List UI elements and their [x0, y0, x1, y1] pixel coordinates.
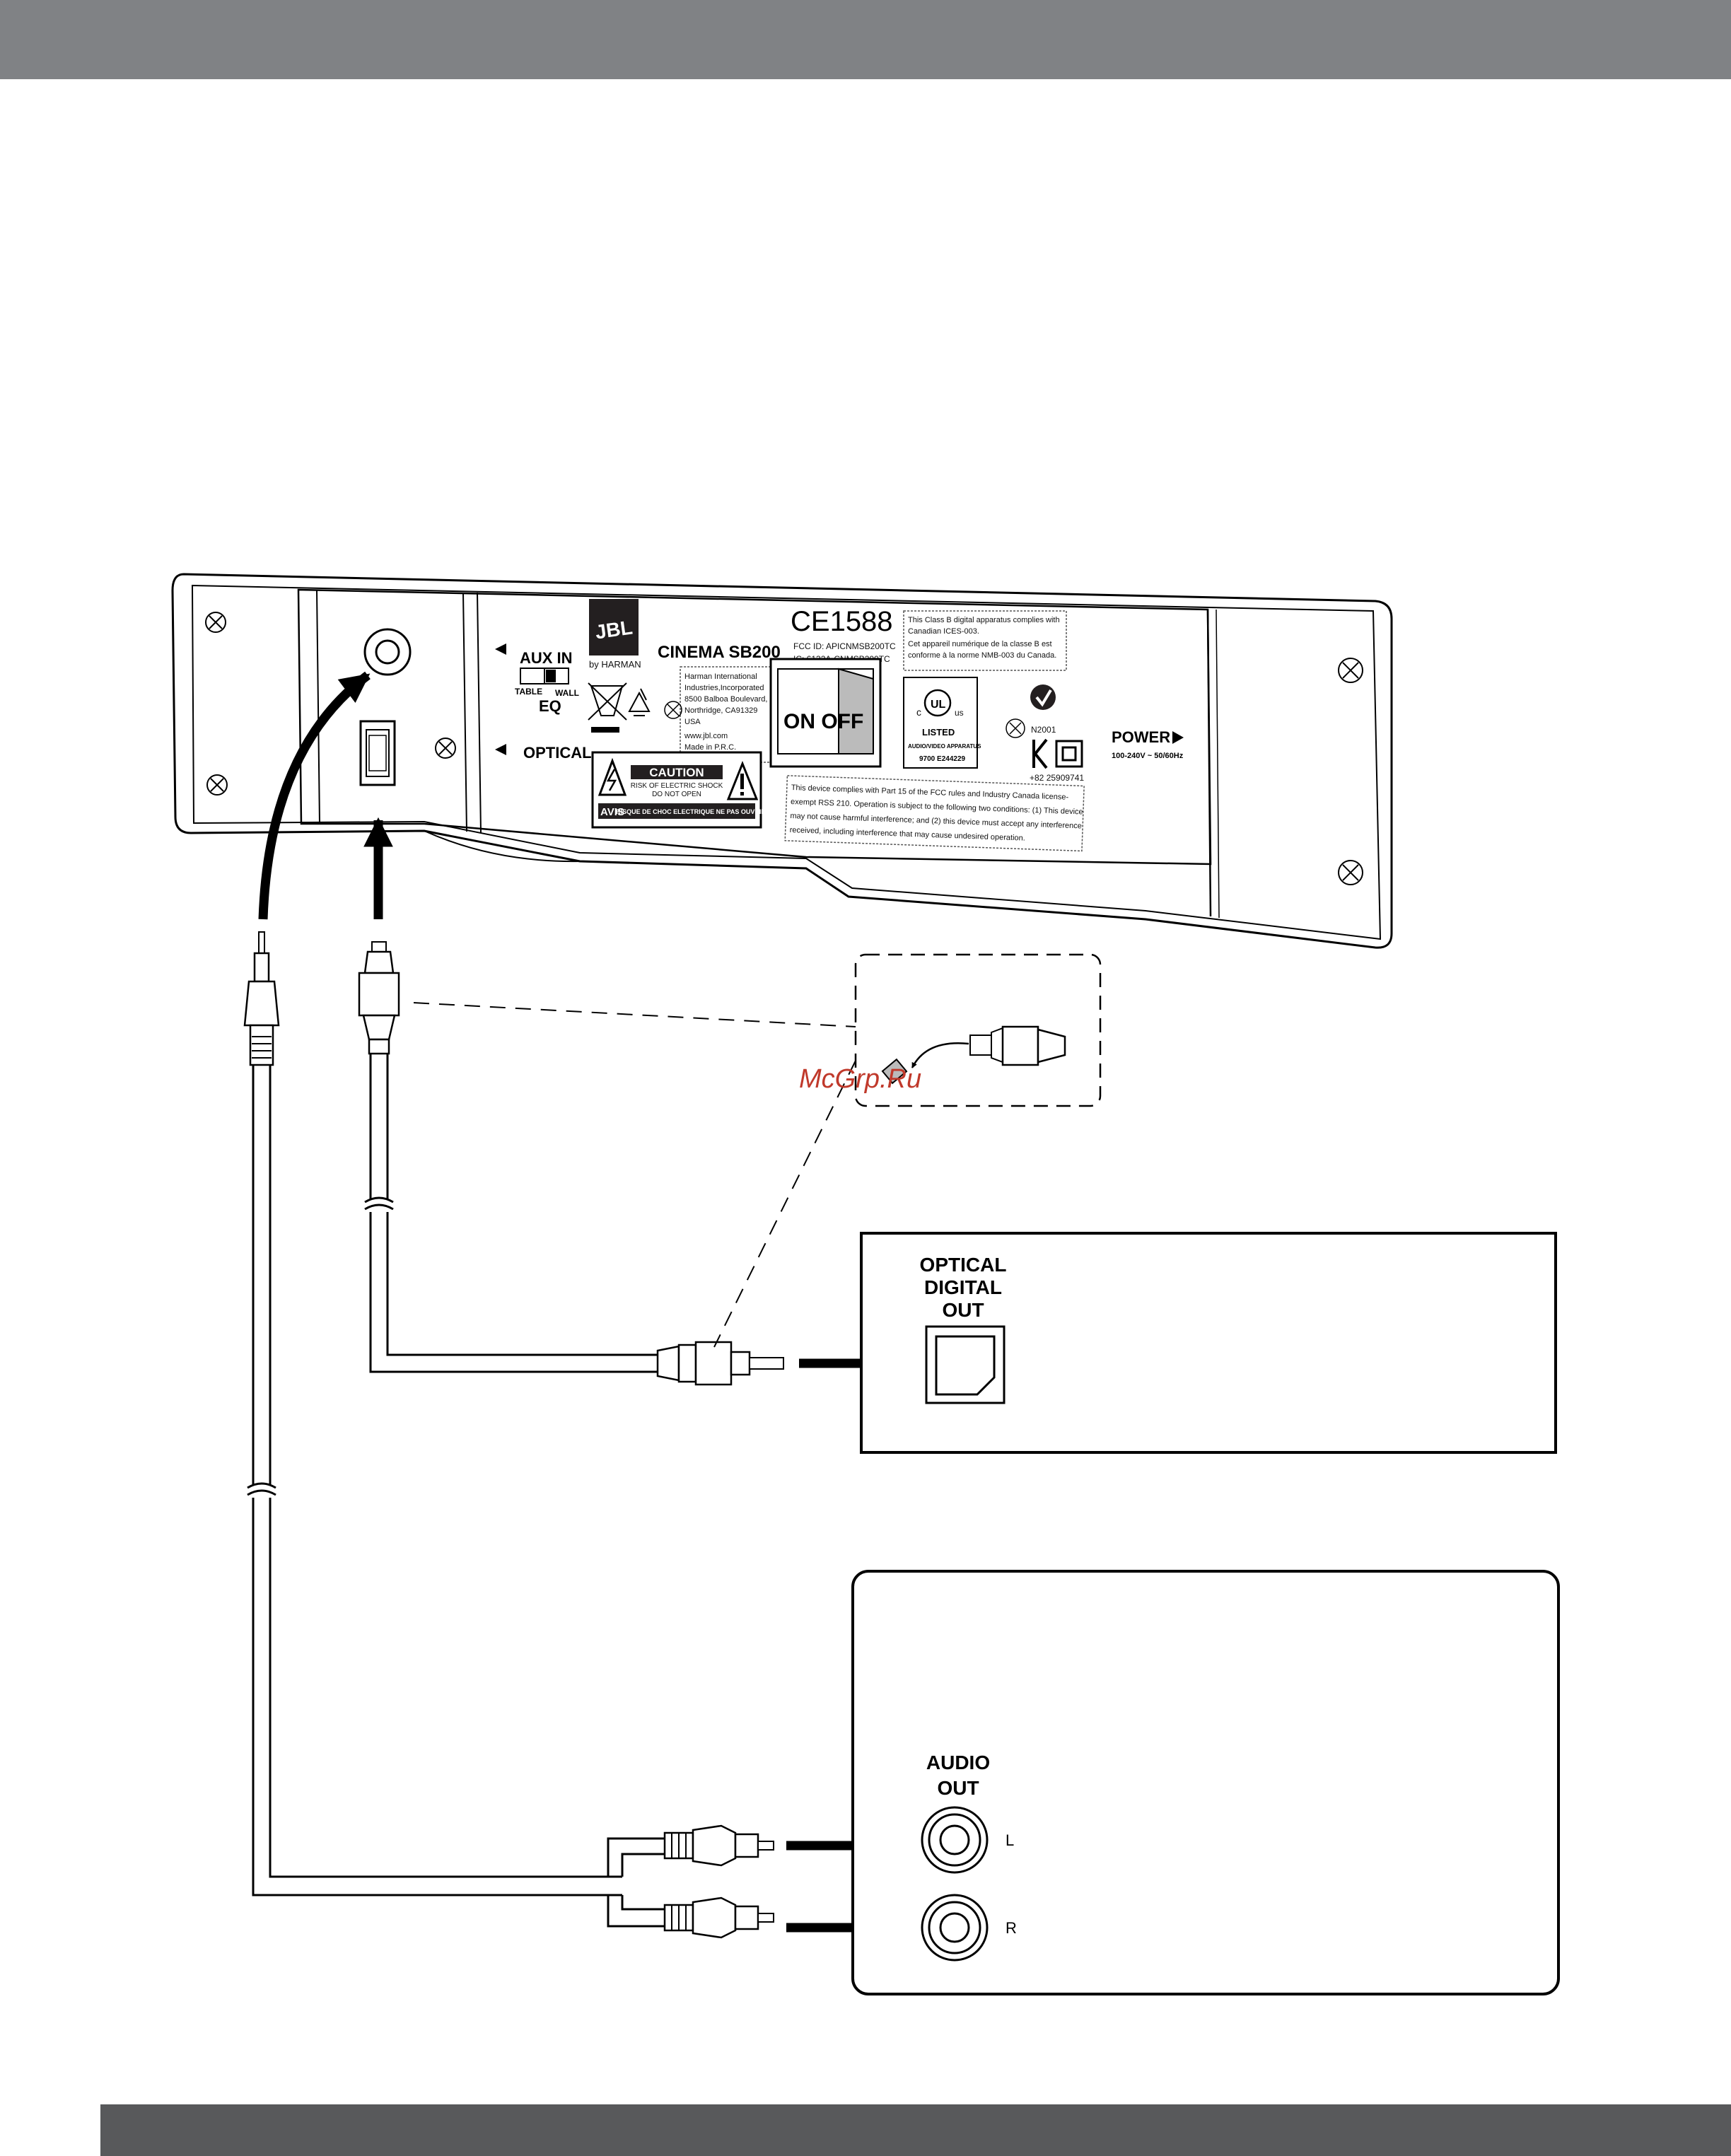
power-label: POWER	[1112, 728, 1170, 746]
eq-table-label: TABLE	[515, 687, 542, 697]
screw-icon	[1338, 658, 1363, 683]
optical-cable	[358, 941, 941, 1386]
svg-text:RISK OF ELECTRIC SHOCK: RISK OF ELECTRIC SHOCK	[631, 782, 723, 790]
svg-text:Canadian ICES-003.: Canadian ICES-003.	[908, 627, 979, 636]
n-code-label: N2001	[1031, 725, 1056, 735]
svg-text:Cet appareil numérique de la c: Cet appareil numérique de la classe B es…	[908, 640, 1052, 648]
aux-in-jack[interactable]	[363, 628, 412, 676]
audio-out-label: AUDIO	[926, 1752, 990, 1773]
audio-out-right-label: R	[1006, 1919, 1017, 1937]
svg-text:JBL: JBL	[594, 616, 634, 643]
svg-text:c: c	[916, 706, 921, 718]
aux-cable	[243, 931, 923, 1942]
svg-text:Made in P.R.C.: Made in P.R.C.	[684, 743, 736, 752]
eq-label: EQ	[539, 697, 561, 715]
ce-mark: CE1588	[791, 606, 893, 637]
optical-source-device: OPTICAL DIGITAL OUT	[860, 1232, 1557, 1454]
optical-out-port[interactable]	[925, 1325, 1006, 1404]
screw-icon	[205, 612, 226, 633]
audio-out-left-label: L	[1006, 1831, 1014, 1849]
svg-text:RISQUE DE CHOC ELECTRIQUE NE P: RISQUE DE CHOC ELECTRIQUE NE PAS OUVRIR	[616, 808, 766, 815]
no-symbol-icon	[1006, 718, 1025, 738]
eq-switch[interactable]	[520, 668, 569, 684]
screw-icon	[1338, 860, 1363, 885]
svg-text:Industries,Incorporated: Industries,Incorporated	[684, 684, 764, 692]
svg-text:www.jbl.com: www.jbl.com	[684, 732, 728, 740]
svg-text:OUT: OUT	[942, 1299, 984, 1321]
by-harman-label: by HARMAN	[589, 659, 641, 670]
on-off-label: ON OFF	[783, 710, 863, 733]
watermark: McGrp.Ru	[799, 1064, 921, 1094]
svg-text:conforme à la norme NMB-003 du: conforme à la norme NMB-003 du Canada.	[908, 651, 1056, 660]
svg-text:This Class B digital apparatus: This Class B digital apparatus complies …	[908, 616, 1060, 624]
aux-in-label: AUX IN	[520, 649, 573, 667]
audio-out-jack-left[interactable]	[921, 1806, 989, 1874]
caution-label: CAUTION RISK OF ELECTRIC SHOCK DO NOT OP…	[591, 751, 766, 829]
analog-source-device: AUDIO OUT L R	[851, 1570, 1560, 1995]
svg-text:AVIS: AVIS	[600, 806, 624, 818]
kc-phone-label: +82 25909741	[1030, 773, 1084, 783]
footer-band	[100, 2104, 1731, 2156]
svg-text:CAUTION: CAUTION	[649, 766, 704, 779]
svg-text:Northridge, CA91329: Northridge, CA91329	[684, 706, 757, 715]
screw-icon	[206, 774, 228, 796]
audio-out-jack-right[interactable]	[921, 1894, 989, 1962]
svg-text:AUDIO/VIDEO APPARATUS: AUDIO/VIDEO APPARATUS	[908, 743, 981, 750]
power-switch[interactable]: ON OFF	[769, 658, 882, 768]
svg-text:USA: USA	[684, 718, 701, 726]
svg-text:UL: UL	[931, 699, 946, 711]
rca-plug-left	[663, 1824, 774, 1867]
checkmark-icon	[1030, 684, 1056, 710]
eq-wall-label: WALL	[555, 688, 579, 698]
aux-connection-arrow	[258, 671, 371, 920]
optical-digital-out-label: OPTICAL	[920, 1254, 1007, 1276]
recycle-icon	[628, 688, 651, 716]
fcc-id-label: FCC ID: APICNMSB200TC	[793, 641, 896, 651]
weee-bin-icon	[588, 682, 627, 733]
dust-cap-detail	[413, 953, 1102, 1348]
rca-plug-right	[663, 1896, 774, 1939]
arrow-left-icon	[495, 744, 506, 755]
svg-text:8500 Balboa Boulevard,: 8500 Balboa Boulevard,	[684, 695, 767, 704]
svg-text:DIGITAL: DIGITAL	[924, 1276, 1002, 1298]
svg-text:OUT: OUT	[937, 1777, 979, 1799]
no-symbol-icon	[664, 701, 682, 719]
header-band	[0, 0, 1731, 79]
kc-mark-icon	[1032, 738, 1083, 769]
svg-text:DO NOT OPEN: DO NOT OPEN	[652, 791, 701, 798]
svg-text:9700 E244229: 9700 E244229	[919, 755, 966, 763]
ul-listed-box: UL c us LISTED AUDIO/VIDEO APPARATUS 970…	[903, 677, 981, 769]
svg-text:Harman International: Harman International	[684, 672, 757, 681]
optical-label: OPTICAL	[523, 744, 592, 762]
fcc-notice: This device complies with Part 15 of the…	[784, 775, 1085, 852]
svg-text:us: us	[955, 708, 964, 718]
jbl-logo: JBL	[589, 599, 639, 655]
power-rating-label: 100-240V ~ 50/60Hz	[1112, 752, 1184, 760]
soundbar-rear-panel: AUX IN TABLE WALL EQ OPTICAL JBL by HARM…	[171, 573, 1393, 949]
address-block: Harman International Industries,Incorpor…	[680, 666, 771, 763]
svg-text:LISTED: LISTED	[922, 727, 955, 738]
arrow-right-icon	[1172, 731, 1184, 744]
canada-notice: This Class B digital apparatus complies …	[903, 610, 1067, 671]
model-label: CINEMA SB200	[658, 643, 781, 662]
screw-icon	[435, 738, 456, 759]
arrow-left-icon	[495, 643, 506, 655]
optical-in-port[interactable]	[359, 720, 396, 786]
